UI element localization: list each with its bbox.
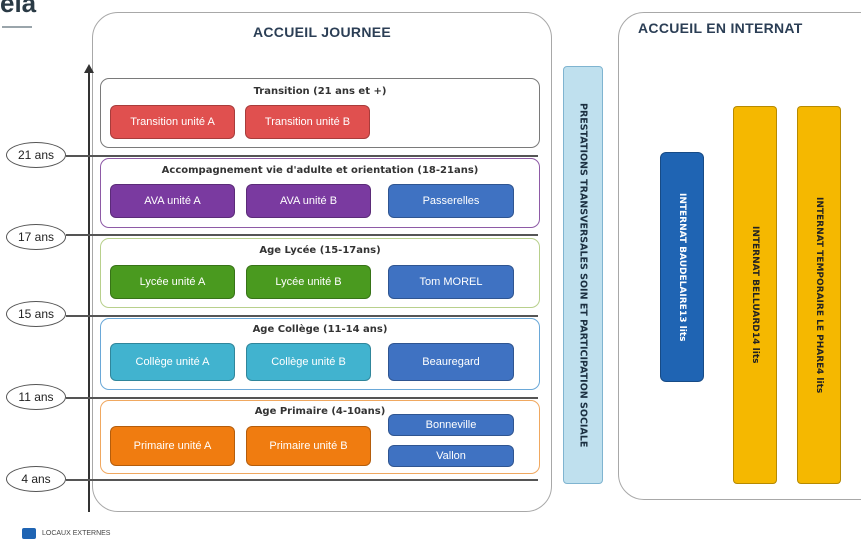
- legend-swatch: [22, 528, 36, 539]
- internat-name: INTERNAT BELLUARD: [750, 226, 760, 333]
- unit-lycee-b[interactable]: Lycée unité B: [246, 265, 371, 299]
- section-title: Age Lycée (15-17ans): [259, 245, 381, 256]
- age-label: 11 ans: [6, 384, 66, 410]
- section-title: Age Primaire (4-10ans): [254, 406, 386, 417]
- age-guide-line: [66, 479, 538, 481]
- unit-transition-a[interactable]: Transition unité A: [110, 105, 235, 139]
- internat-name: INTERNAT BAUDELAIRE: [677, 192, 687, 310]
- unit-vallon[interactable]: Vallon: [388, 445, 514, 467]
- unit-college-b[interactable]: Collège unité B: [246, 343, 371, 381]
- age-guide-line: [66, 234, 538, 236]
- unit-transition-b[interactable]: Transition unité B: [245, 105, 370, 139]
- unit-beauregard[interactable]: Beauregard: [388, 343, 514, 381]
- unit-ava-a[interactable]: AVA unité A: [110, 184, 235, 218]
- age-guide-line: [66, 397, 538, 399]
- legend-label: LOCAUX EXTERNES: [42, 530, 111, 537]
- age-guide-line: [66, 155, 538, 157]
- internat-le-phare-bar[interactable]: INTERNAT TEMPORAIRE LE PHARE 4 lits: [797, 106, 841, 484]
- unit-primaire-b[interactable]: Primaire unité B: [246, 426, 371, 466]
- logo-underline: [2, 26, 32, 28]
- age-label: 21 ans: [6, 142, 66, 168]
- logo: eia: [0, 0, 37, 18]
- age-label: 4 ans: [6, 466, 66, 492]
- internat-panel-title: ACCUEIL EN INTERNAT: [638, 20, 803, 36]
- age-axis-line: [88, 72, 90, 512]
- unit-lycee-a[interactable]: Lycée unité A: [110, 265, 235, 299]
- day-panel-title: ACCUEIL JOURNEE: [252, 24, 392, 40]
- internat-capacity: 4 lits: [814, 368, 824, 394]
- unit-passerelles[interactable]: Passerelles: [388, 184, 514, 218]
- internat-capacity: 13 lits: [677, 309, 687, 342]
- unit-bonneville[interactable]: Bonneville: [388, 414, 514, 436]
- section-title: Age Collège (11-14 ans): [252, 324, 388, 335]
- unit-college-a[interactable]: Collège unité A: [110, 343, 235, 381]
- age-label: 17 ans: [6, 224, 66, 250]
- unit-ava-b[interactable]: AVA unité B: [246, 184, 371, 218]
- internat-belluard-bar[interactable]: INTERNAT BELLUARD 14 lits: [733, 106, 777, 484]
- section-title: Accompagnement vie d'adulte et orientati…: [161, 165, 479, 176]
- age-label: 15 ans: [6, 301, 66, 327]
- transversal-label: PRESTATIONS TRANSVERSALES SOIN ET PARTIC…: [577, 102, 589, 448]
- unit-tom-morel[interactable]: Tom MOREL: [388, 265, 514, 299]
- section-title: Transition (21 ans et +): [253, 86, 387, 97]
- unit-primaire-a[interactable]: Primaire unité A: [110, 426, 235, 466]
- transversal-services-band: PRESTATIONS TRANSVERSALES SOIN ET PARTIC…: [563, 66, 603, 484]
- age-guide-line: [66, 315, 538, 317]
- internat-baudelaire-bar[interactable]: INTERNAT BAUDELAIRE 13 lits: [660, 152, 704, 382]
- age-axis-arrowhead: [84, 64, 94, 73]
- internat-capacity: 14 lits: [750, 332, 760, 364]
- internat-name: INTERNAT TEMPORAIRE LE PHARE: [814, 196, 824, 369]
